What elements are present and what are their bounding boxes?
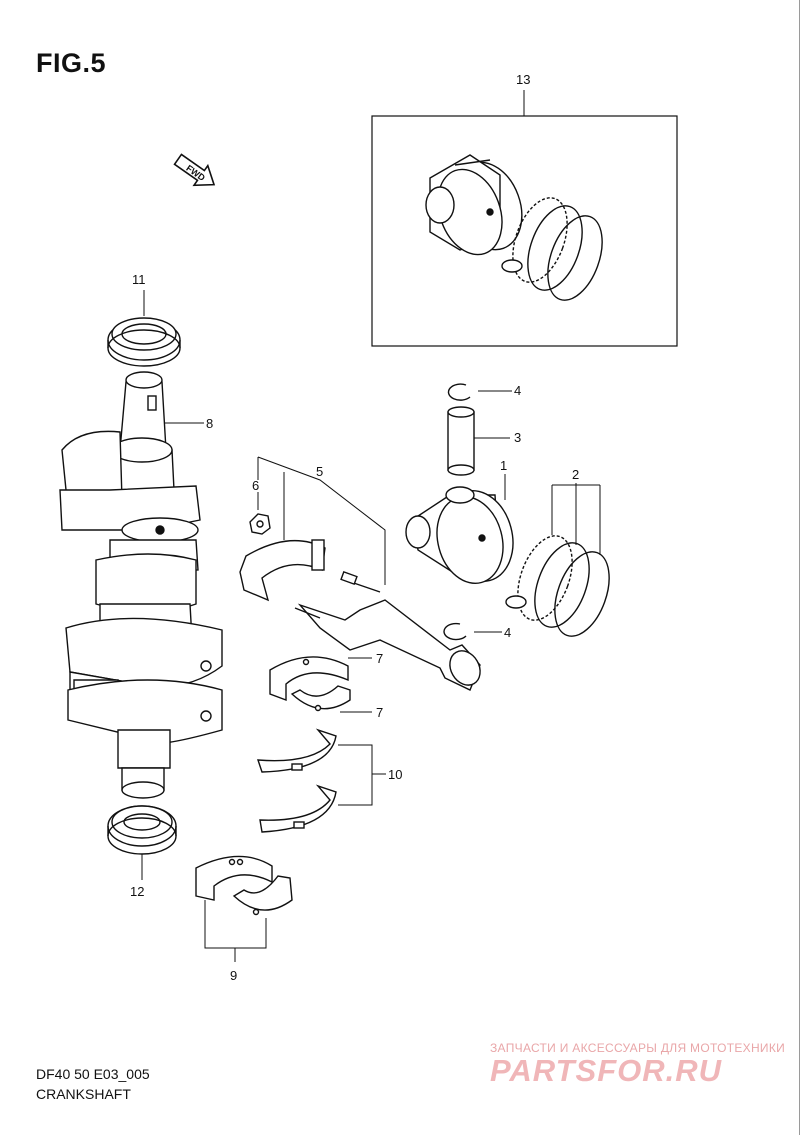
leader-9 <box>204 900 267 962</box>
piston-set-box <box>371 115 678 347</box>
leader-5-6 <box>257 456 386 585</box>
leader-10 <box>338 744 386 806</box>
figure-code: DF40 50 E03_005 <box>36 1066 150 1082</box>
leader-2 <box>551 483 601 555</box>
thrust-washer-upper <box>257 728 337 773</box>
piston-pin <box>447 406 475 476</box>
lower-oil-seal <box>107 805 177 855</box>
piston <box>405 486 514 585</box>
watermark-tagline: ЗАПЧАСТИ И АКСЕССУАРЫ ДЛЯ МОТОТЕХНИКИ <box>490 1041 786 1055</box>
figure-name: CRANKSHAFT <box>36 1086 131 1102</box>
fwd-arrow-icon: FWD <box>173 153 216 187</box>
circlip-upper <box>447 383 471 401</box>
callout-12: 12 <box>130 884 144 899</box>
connecting-rod <box>294 570 481 691</box>
piston-rings <box>505 535 610 637</box>
watermark-logo: PARTSFOR.RU <box>490 1053 723 1088</box>
thrust-washer-lower <box>259 784 337 833</box>
rod-cap <box>239 539 326 602</box>
callout-7-lower: 7 <box>376 705 383 720</box>
rod-bearing-lower <box>290 685 351 712</box>
callout-13: 13 <box>516 72 530 87</box>
upper-oil-seal <box>107 317 181 367</box>
callout-2: 2 <box>572 467 579 482</box>
callout-9: 9 <box>230 968 237 983</box>
rod-nut <box>249 513 271 535</box>
callout-6: 6 <box>252 478 259 493</box>
callout-4-upper: 4 <box>514 383 521 398</box>
piston-set-piston <box>425 154 523 256</box>
callout-3: 3 <box>514 430 521 445</box>
main-bearing-upper <box>195 855 273 901</box>
circlip-lower <box>443 622 467 641</box>
figure-title: FIG.5 <box>36 48 107 78</box>
crankshaft <box>59 371 223 799</box>
rod-bearing-upper <box>269 656 349 702</box>
callout-10: 10 <box>388 767 402 782</box>
callout-8: 8 <box>206 416 213 431</box>
callout-5: 5 <box>316 464 323 479</box>
piston-set-rings <box>501 197 603 301</box>
main-bearing-lower <box>232 875 293 916</box>
callout-11: 11 <box>132 272 146 287</box>
callout-7-upper: 7 <box>376 651 383 666</box>
callout-1: 1 <box>500 458 507 473</box>
callout-4-lower: 4 <box>504 625 511 640</box>
